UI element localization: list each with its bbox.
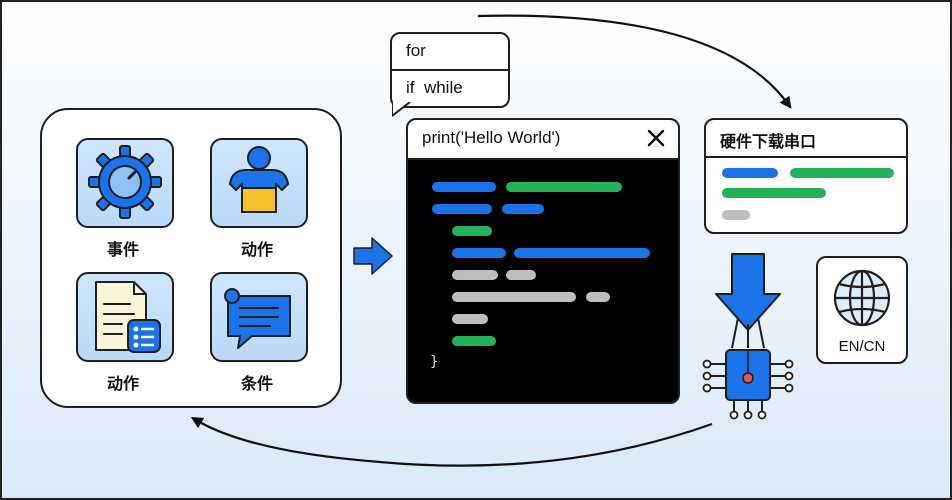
condition-block-tile[interactable]: [210, 272, 308, 362]
gear-icon: [88, 145, 162, 219]
serial-title: 硬件下载串口: [720, 132, 817, 151]
document-block-tile[interactable]: [76, 272, 174, 362]
serial-line: [722, 168, 778, 178]
bubble-tail: [392, 102, 411, 117]
autocomplete-item-if-while[interactable]: if while: [406, 78, 463, 97]
robot-icon: [229, 146, 289, 213]
block-palette-panel: 事件 动作 动作: [40, 108, 342, 408]
serial-line: [722, 188, 826, 198]
code-line: [506, 270, 536, 280]
code-line: [452, 314, 488, 324]
code-line: [514, 248, 650, 258]
autocomplete-divider: [392, 69, 508, 71]
document-block-label: 动作: [106, 374, 139, 393]
code-line: [452, 292, 576, 302]
code-line: [452, 336, 496, 346]
download-arrow-icon: [715, 253, 781, 331]
editor-title: print('Hello World'): [422, 128, 561, 147]
serial-line: [722, 210, 750, 220]
code-line: [432, 182, 496, 192]
closing-brace: }: [430, 354, 439, 370]
language-toggle[interactable]: EN/CN: [816, 256, 908, 364]
code-line: [506, 182, 622, 192]
code-editor: print('Hello World') }: [406, 118, 680, 404]
event-block-label: 事件: [106, 240, 139, 259]
condition-block-label: 条件: [240, 374, 273, 393]
action-block-label: 动作: [240, 240, 273, 259]
hardware-serial-panel: 硬件下载串口: [704, 118, 908, 234]
autocomplete-popup: for if while: [390, 32, 510, 117]
code-line: [502, 204, 544, 214]
language-label: EN/CN: [838, 338, 886, 355]
document-icon: [95, 281, 161, 353]
microcontroller-graphic: [698, 252, 798, 422]
code-line: [452, 248, 506, 258]
globe-icon: [833, 269, 891, 327]
top-flow-arrow: [477, 14, 792, 109]
code-line: [432, 204, 492, 214]
action-block-tile[interactable]: [210, 138, 308, 228]
serial-line: [790, 168, 894, 178]
code-line: [452, 226, 492, 236]
close-icon[interactable]: [644, 126, 668, 150]
autocomplete-item-for[interactable]: for: [406, 41, 426, 60]
bottom-flow-arrow: [190, 416, 713, 467]
editor-header: print('Hello World'): [408, 120, 678, 160]
code-line: [452, 270, 498, 280]
microchip-icon: [702, 317, 794, 420]
event-block-tile[interactable]: [76, 138, 174, 228]
message-icon: [224, 288, 291, 349]
code-line: [586, 292, 610, 302]
serial-header: 硬件下载串口: [706, 120, 906, 158]
right-arrow-icon: [353, 237, 393, 275]
